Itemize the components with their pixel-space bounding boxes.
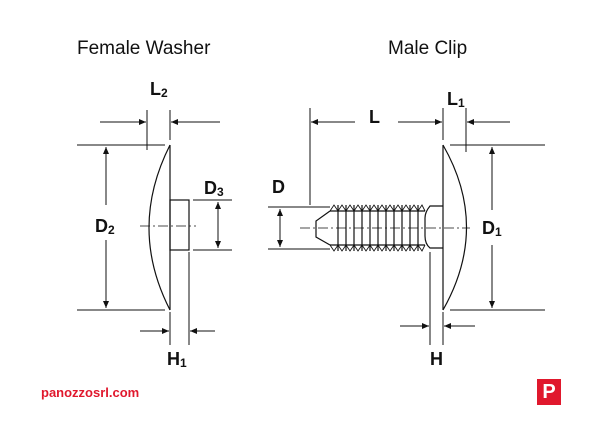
label-l2: L2 — [150, 79, 168, 100]
label-d1: D1 — [482, 218, 502, 239]
label-h: H — [430, 349, 443, 369]
label-d3: D3 — [204, 178, 224, 199]
d3-dimension-lines — [193, 199, 232, 251]
d-dimension-lines — [268, 206, 330, 250]
female-washer-title: Female Washer — [77, 38, 211, 59]
label-h1: H1 — [167, 349, 187, 370]
label-d: D — [272, 177, 285, 197]
l2-dimension-lines — [100, 110, 220, 150]
male-clip-part — [300, 144, 470, 311]
label-l: L — [369, 107, 380, 127]
h-dimension-lines — [400, 252, 475, 345]
brand-logo: P — [537, 379, 561, 405]
d2-dimension-lines — [77, 144, 165, 311]
label-l1: L1 — [447, 89, 465, 110]
h1-dimension-lines — [140, 252, 215, 345]
female-washer-part — [140, 144, 196, 311]
male-clip-title: Male Clip — [388, 38, 468, 59]
label-d2: D2 — [95, 216, 115, 237]
d1-dimension-lines — [450, 144, 545, 311]
website-link[interactable]: panozzosrl.com — [41, 385, 140, 400]
